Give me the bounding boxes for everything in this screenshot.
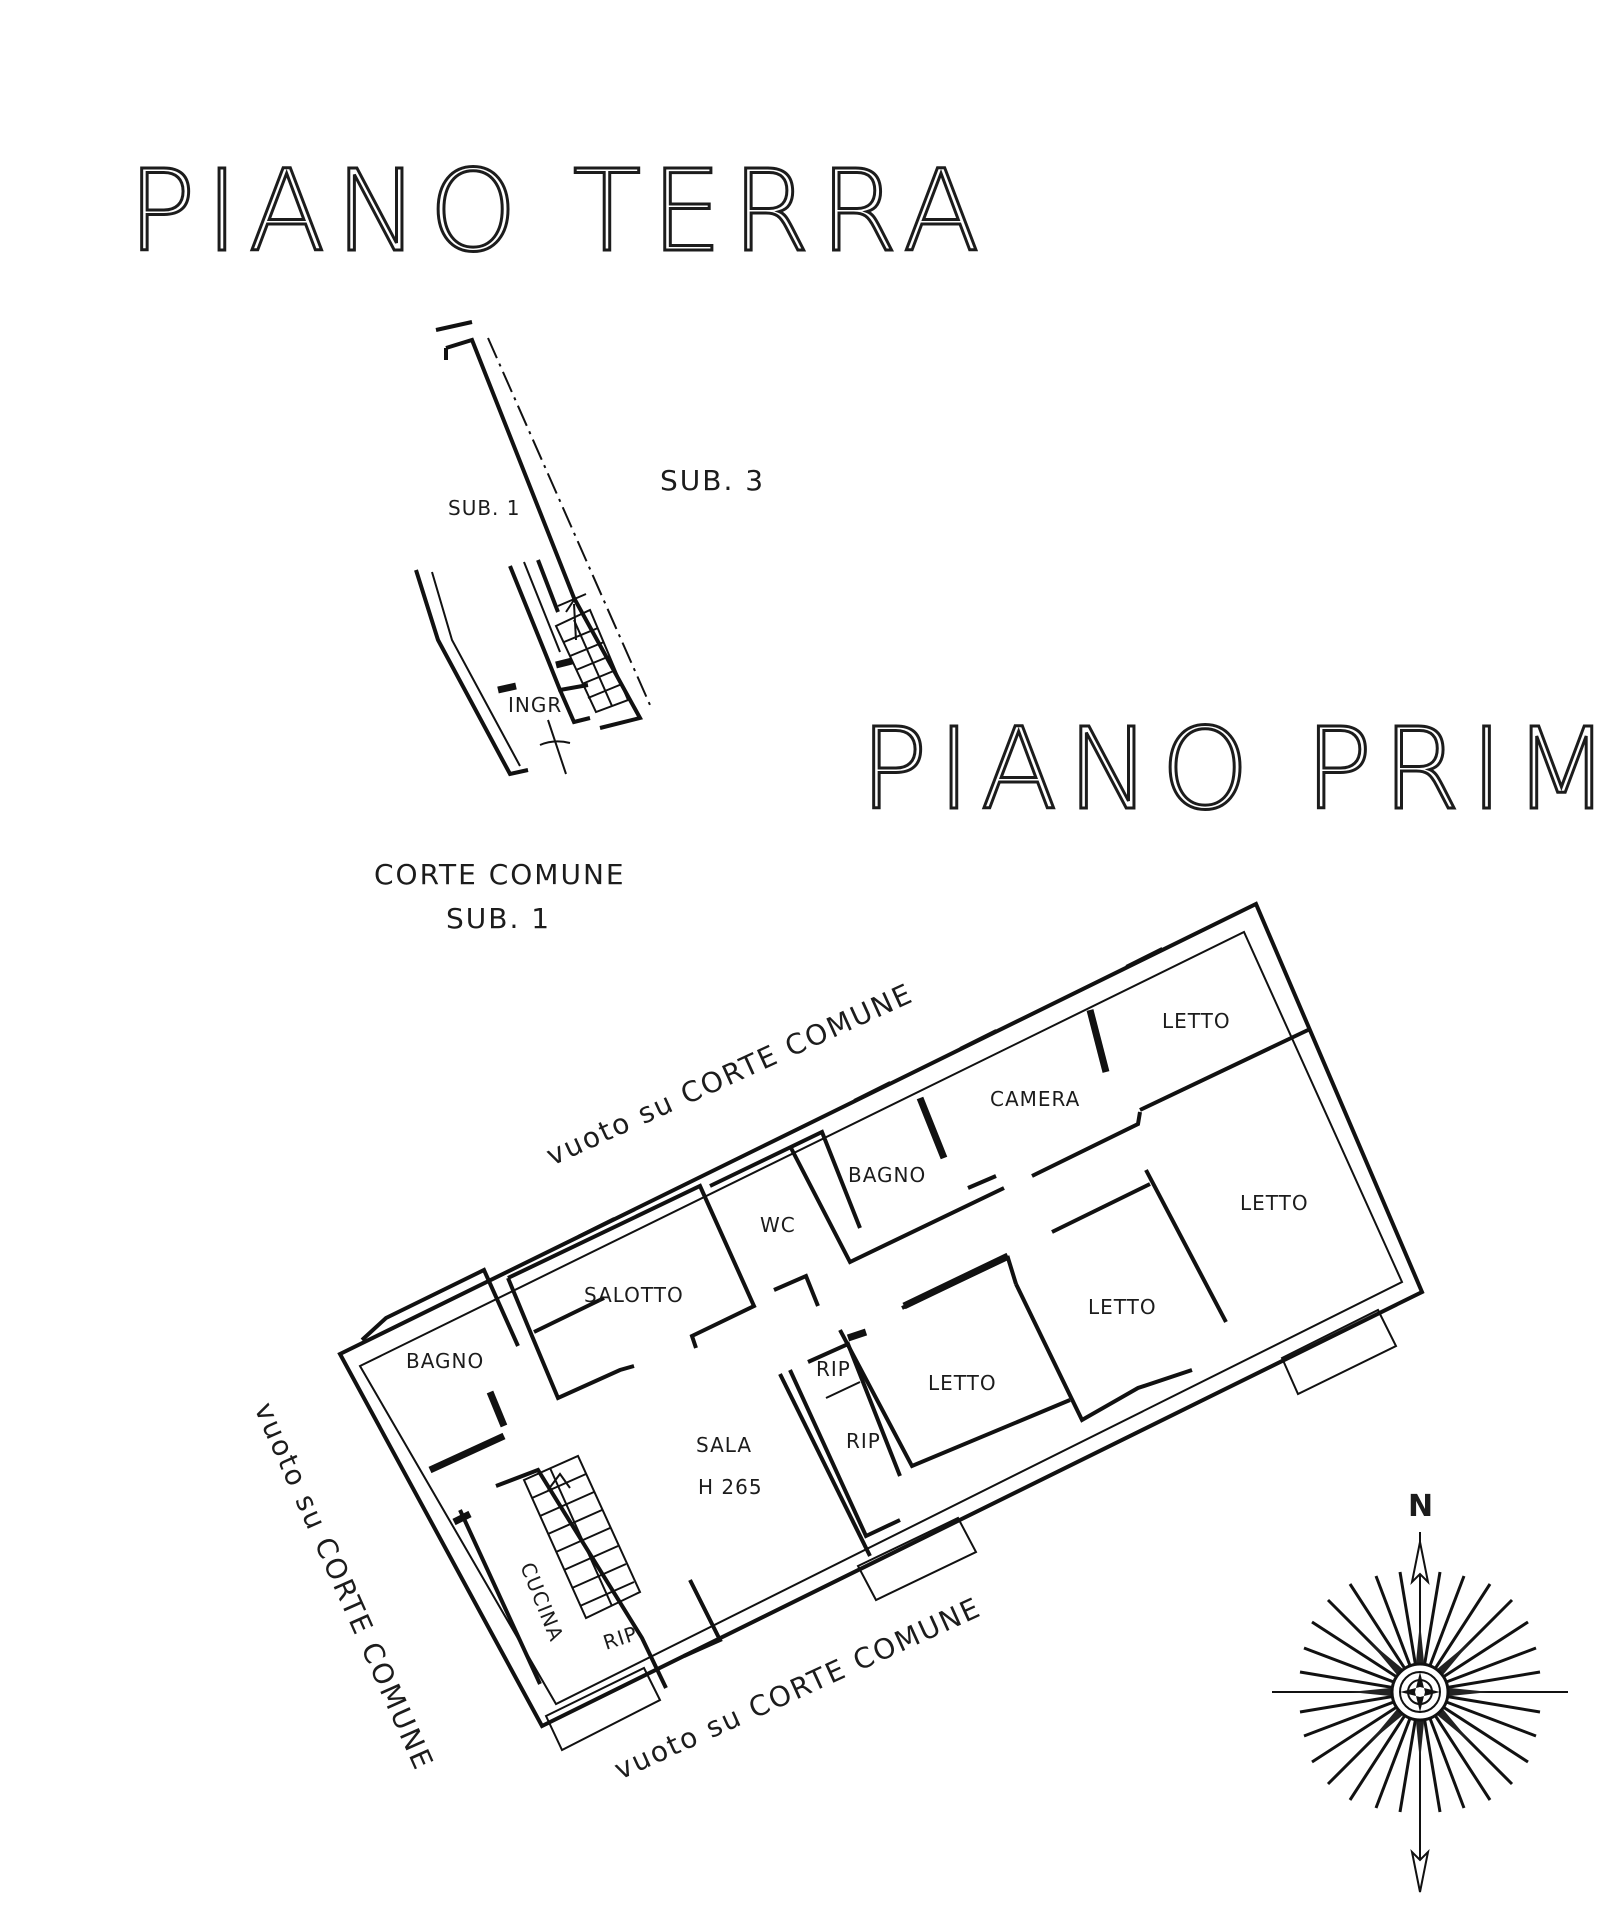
sub1-label: SUB. 1 [448,496,521,520]
room-cucina: CUCINA [515,1559,568,1645]
common-court-sub-label: SUB. 1 [446,902,551,935]
north-windows [403,947,1163,1323]
room-sala: SALA [696,1433,752,1457]
void-south-label: vuoto su CORTE COMUNE [609,1591,986,1787]
room-camera: CAMERA [990,1087,1080,1111]
room-wc: WC [760,1213,796,1237]
north-label: N [1408,1489,1433,1524]
ground-floor-staircase [554,593,630,714]
room-rip-lower: RIP [846,1429,881,1453]
room-letto-right: LETTO [1240,1191,1309,1215]
void-north-label: vuoto su CORTE COMUNE [541,977,918,1173]
room-rip-upper: RIP [816,1357,851,1381]
first-floor-staircase [522,1454,642,1620]
compass-rose: N [1272,1489,1568,1893]
entrance-label: INGR [508,693,562,717]
first-floor-plan [337,901,1425,1752]
balcony-mid [856,1516,978,1602]
sub3-label: SUB. 3 [660,464,765,497]
room-sala-height: H 265 [698,1475,763,1499]
common-court-label: CORTE COMUNE [374,858,626,891]
balcony-left [544,1666,662,1752]
room-letto-top: LETTO [1162,1009,1231,1033]
ground-floor-title: PIANO TERRA [128,147,990,277]
room-bagno-mid: BAGNO [848,1163,926,1187]
first-floor-title: PIANO PRIMO [860,705,1611,835]
north-arrow-icon [1410,1541,1430,1586]
room-letto-lower: LETTO [928,1371,997,1395]
south-arrow-icon [1410,1848,1430,1893]
interior-walls [360,1009,1309,1689]
ground-floor-plan [414,320,651,777]
room-letto-center: LETTO [1088,1295,1157,1319]
room-bagno-left: BAGNO [406,1349,484,1373]
room-salotto: SALOTTO [584,1283,684,1307]
balcony-right [1280,1308,1398,1396]
room-rip-stair: RIP [600,1621,641,1655]
